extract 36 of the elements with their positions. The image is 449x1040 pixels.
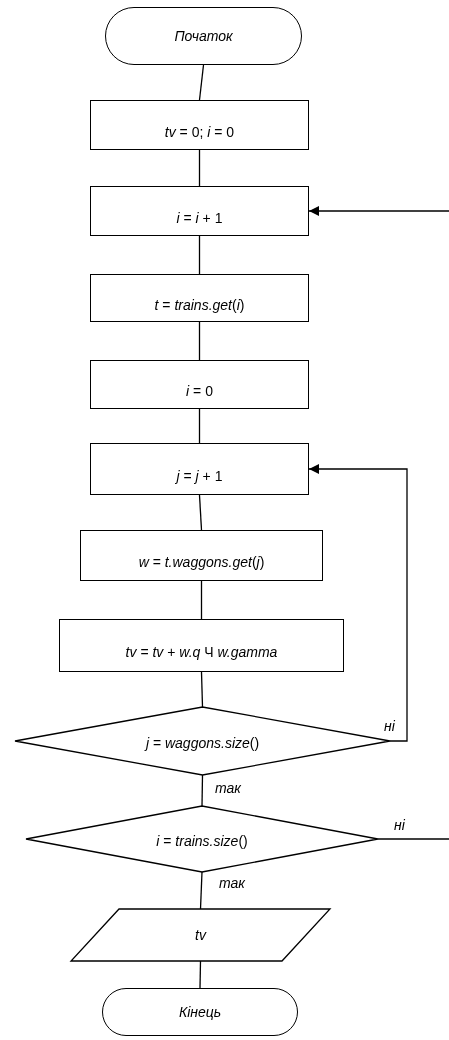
connector-line bbox=[198, 235, 201, 275]
process-text: w = t.waggons.get(j) bbox=[138, 554, 265, 571]
connector-line bbox=[198, 149, 201, 187]
connector-line bbox=[198, 64, 205, 101]
terminal-label: Початок bbox=[174, 27, 233, 45]
process-text: j = j + 1 bbox=[176, 467, 223, 485]
connector-line bbox=[198, 408, 201, 444]
process-text: tv = tv + w.q Ч w.gamma bbox=[125, 644, 278, 661]
terminal-shape bbox=[102, 988, 298, 1036]
condition-text: i = trains.size() bbox=[156, 832, 248, 850]
process-text: tv = 0; i = 0 bbox=[164, 123, 235, 141]
arrow bbox=[308, 206, 449, 216]
connector-line bbox=[201, 774, 204, 807]
process-box bbox=[80, 530, 323, 581]
process-box bbox=[90, 443, 309, 495]
connector-line bbox=[199, 960, 202, 989]
connector-line bbox=[377, 838, 449, 840]
condition-text: j = waggons.size() bbox=[145, 734, 260, 752]
output-text: tv bbox=[195, 926, 206, 944]
process-text: i = i + 1 bbox=[176, 209, 223, 227]
decision-diamond bbox=[26, 806, 378, 872]
terminal-label: Кінець bbox=[178, 1003, 222, 1021]
process-text: i = 0 bbox=[186, 383, 213, 400]
process-box bbox=[90, 186, 309, 236]
connector-line bbox=[200, 671, 204, 708]
connector-line bbox=[198, 494, 203, 531]
output-parallelogram bbox=[71, 909, 330, 961]
process-text: t = trains.get(i) bbox=[154, 296, 245, 314]
process-box bbox=[90, 360, 309, 409]
connector-line bbox=[200, 580, 203, 620]
process-box bbox=[90, 274, 309, 322]
connector-line bbox=[199, 871, 203, 910]
connector-line bbox=[198, 321, 201, 361]
process-box bbox=[90, 100, 309, 150]
arrow bbox=[308, 464, 408, 742]
process-box bbox=[59, 619, 344, 672]
